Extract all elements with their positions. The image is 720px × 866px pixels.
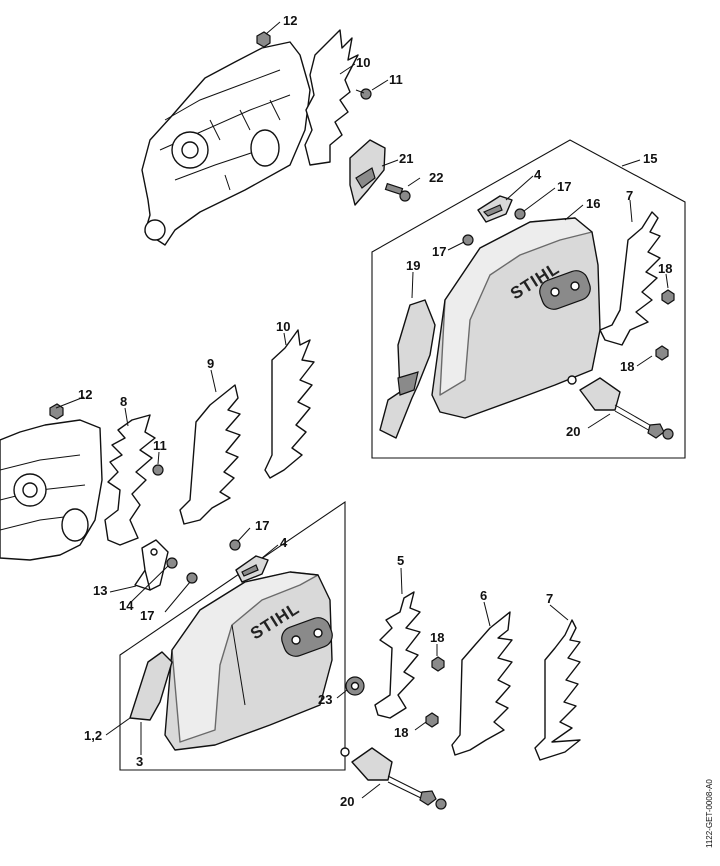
part-3	[129, 651, 173, 721]
callout-17-upper-b: 17	[432, 244, 446, 259]
sprocket-cover-lower: STIHL	[164, 571, 333, 751]
callout-1-2: 1,2	[84, 728, 102, 743]
screw-12-upper	[256, 31, 271, 48]
callout-20-upper: 20	[566, 424, 580, 439]
chain-catcher-plate-9	[179, 384, 241, 525]
callout-15: 15	[643, 151, 657, 166]
callout-4-lower: 4	[280, 535, 288, 550]
assembly-frame-15	[371, 139, 686, 459]
callout-9: 9	[207, 356, 214, 371]
callout-18-upper-a: 18	[658, 261, 672, 276]
callout-12-lower: 12	[78, 387, 92, 402]
screw-17-upper-b	[462, 234, 474, 246]
part-4-lower	[235, 555, 269, 583]
callout-7-upper: 7	[626, 188, 633, 203]
callout-18-lower-a: 18	[430, 630, 444, 645]
part-14	[141, 539, 169, 591]
callout-5: 5	[397, 553, 404, 568]
screw-17-mid-b	[186, 572, 198, 584]
callout-11-upper: 11	[389, 72, 403, 87]
tensioner-20-upper	[567, 375, 674, 440]
screw-12-lower	[49, 403, 64, 420]
callout-20-lower: 20	[340, 794, 354, 809]
chain-catcher-plate-7-upper	[599, 211, 661, 346]
chain-catcher-plate-7-lower	[534, 619, 581, 761]
chain-catcher-plate-5	[374, 591, 421, 719]
callout-labels: 12 10 11 21 22 15 4 17 16 7 17 19 18 18 …	[78, 13, 672, 809]
crankcase-housing-upper	[141, 41, 311, 246]
chain-catcher-plate-8	[104, 414, 156, 546]
bar-stud-insert-19	[379, 299, 436, 439]
callout-16: 16	[586, 196, 600, 211]
callout-18-upper-b: 18	[620, 359, 634, 374]
callout-4-upper: 4	[534, 167, 542, 182]
callout-8: 8	[120, 394, 127, 409]
washer-23	[345, 676, 365, 696]
callout-21: 21	[399, 151, 413, 166]
chain-catcher-plate-6	[451, 611, 513, 756]
callout-14: 14	[119, 598, 134, 613]
part-4-upper	[477, 195, 513, 223]
chain-catcher-plate-10-lower	[264, 329, 315, 479]
nut-18-upper-b	[655, 345, 669, 361]
screw-17-mid-a	[166, 557, 178, 569]
screw-17-lower	[229, 539, 241, 551]
part-21	[349, 139, 386, 206]
callout-3: 3	[136, 754, 143, 769]
callout-13: 13	[93, 583, 107, 598]
callout-10-upper: 10	[356, 55, 370, 70]
callout-10-lower: 10	[276, 319, 290, 334]
nut-18-upper-a	[661, 289, 675, 305]
callout-19: 19	[406, 258, 420, 273]
nut-18-lower-b	[425, 712, 439, 728]
nut-18-lower-a	[431, 656, 445, 672]
assembly-frame-1-2	[119, 500, 346, 771]
callout-12-upper: 12	[283, 13, 297, 28]
callout-6: 6	[480, 588, 487, 603]
screw-11-lower	[152, 464, 164, 476]
callout-17-lower: 17	[140, 608, 154, 623]
callout-17-mid: 17	[255, 518, 269, 533]
callout-7-lower: 7	[546, 591, 553, 606]
tensioner-20-lower	[340, 747, 447, 810]
sprocket-cover-16: STIHL	[431, 217, 601, 419]
callout-18-lower-b: 18	[394, 725, 408, 740]
document-reference: 1122-GET-0008-A0	[705, 779, 714, 848]
chain-catcher-plate-10-upper	[304, 29, 359, 166]
screw-11-upper	[355, 88, 372, 100]
crankcase-housing-lower	[0, 419, 103, 561]
callout-22: 22	[429, 170, 443, 185]
screw-22	[384, 182, 411, 202]
leader-lines	[55, 21, 669, 799]
callout-11-lower: 11	[153, 438, 167, 453]
callout-23: 23	[318, 692, 332, 707]
screw-17-upper-a	[514, 208, 526, 220]
callout-17-upper-a: 17	[557, 179, 571, 194]
